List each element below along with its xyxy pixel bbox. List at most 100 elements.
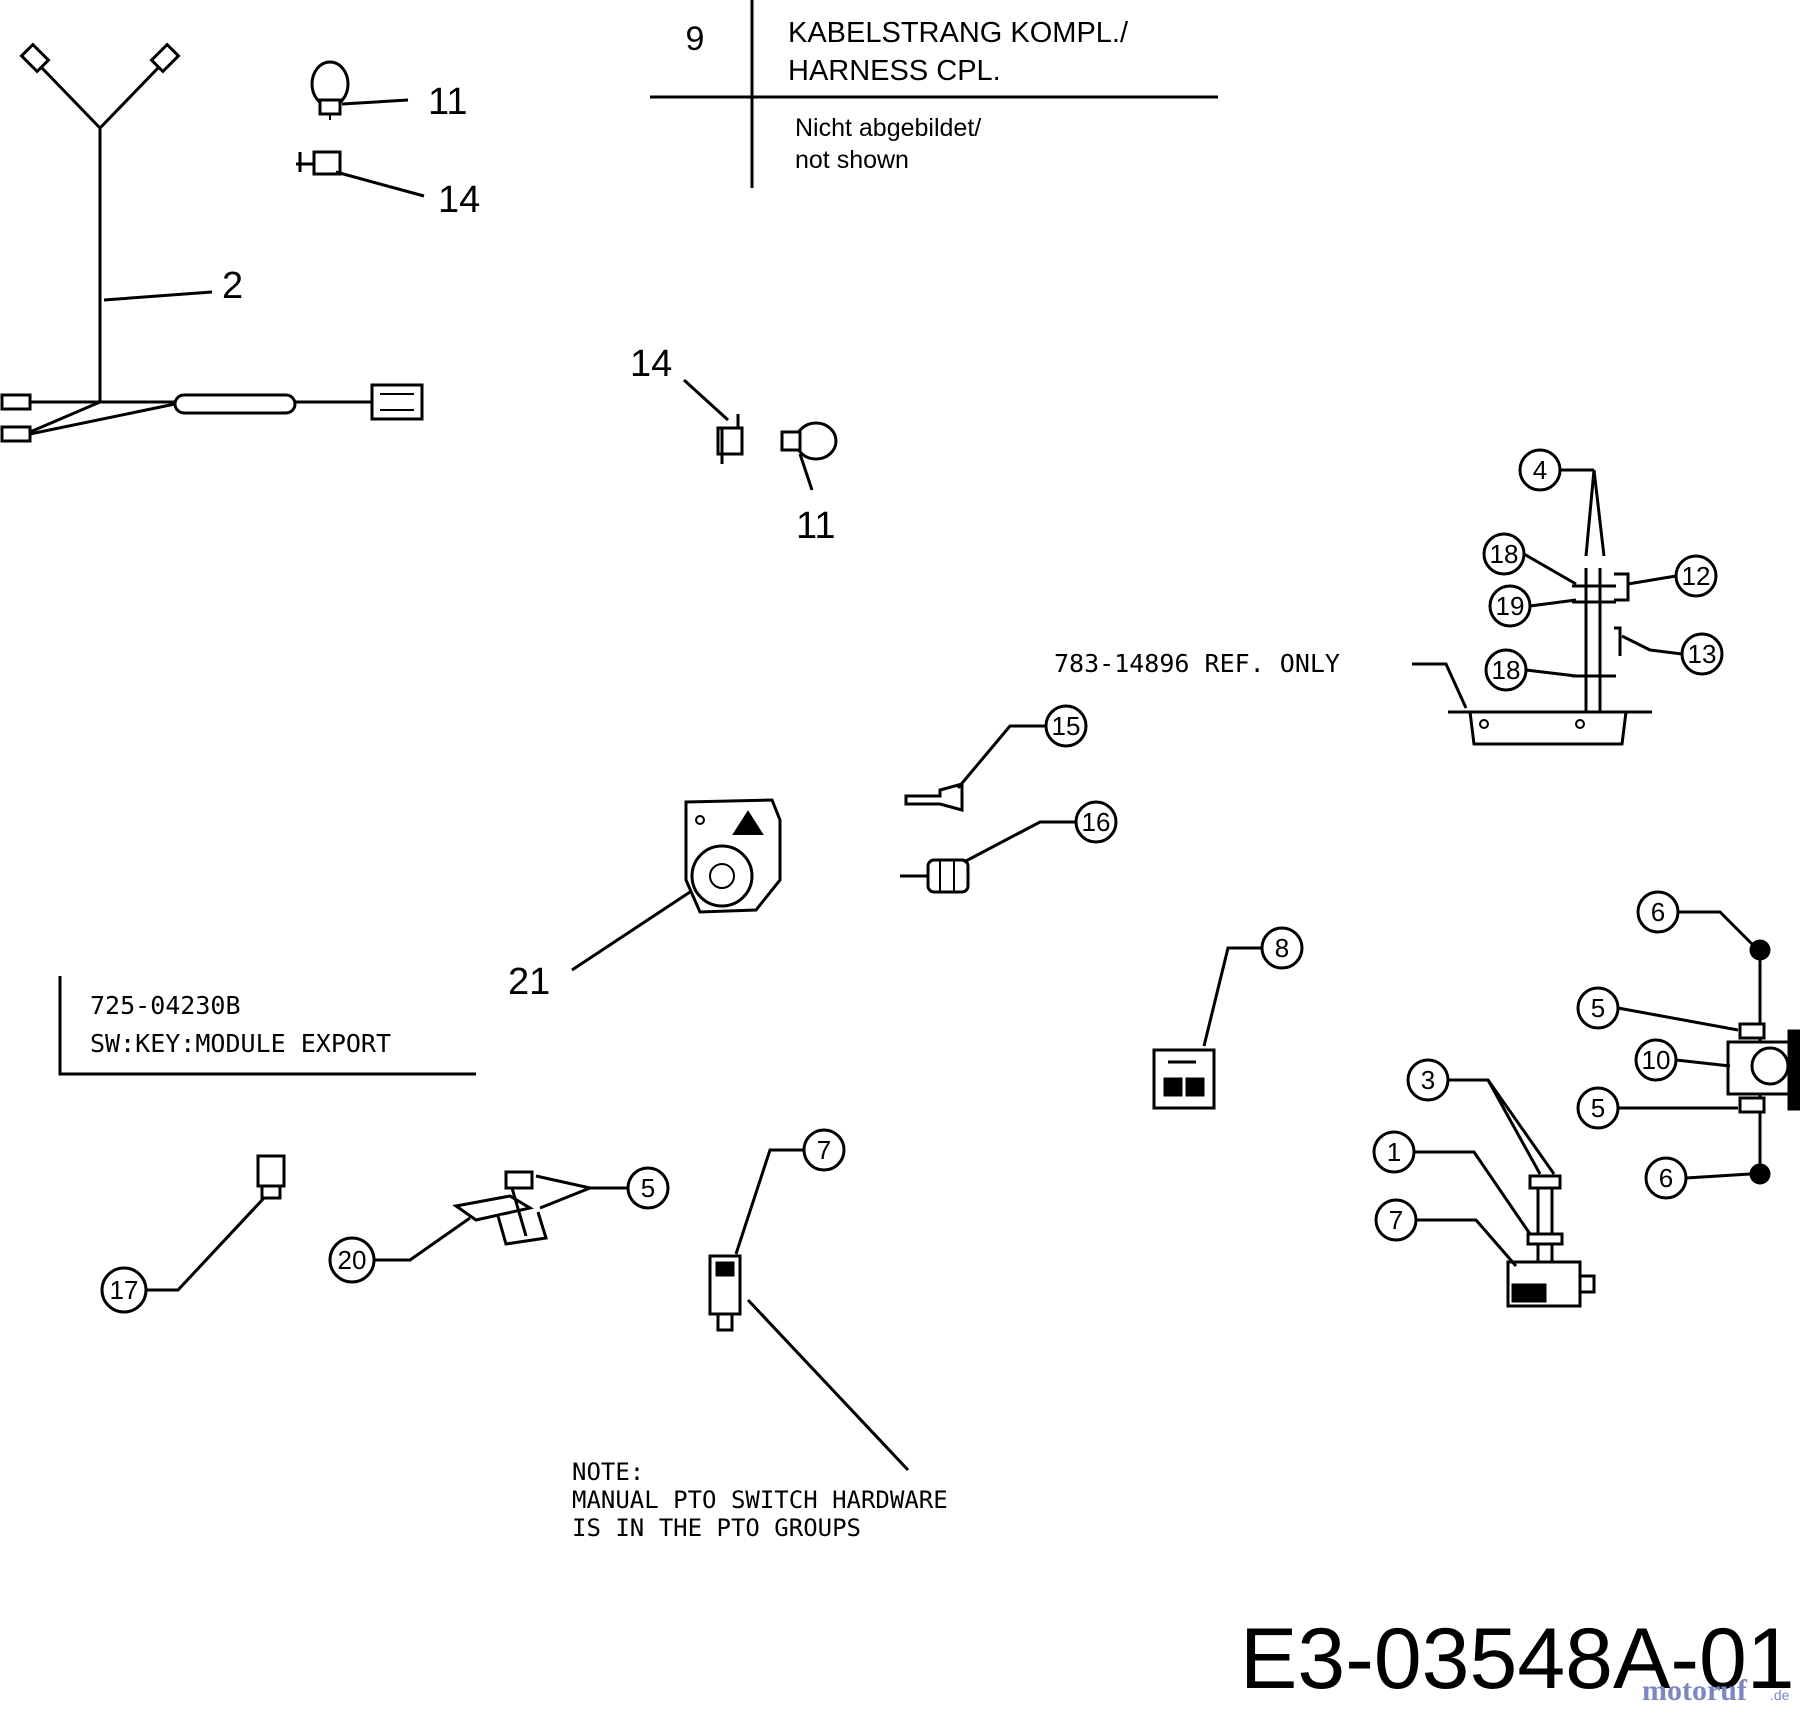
bulb-icon xyxy=(780,421,838,461)
module-description: SW:KEY:MODULE EXPORT xyxy=(90,1029,391,1058)
pto-switch-icon xyxy=(708,1254,742,1332)
leader-6-top xyxy=(1678,910,1754,946)
callout-19-circle xyxy=(1488,584,1532,628)
callout-7-right-circle xyxy=(1374,1198,1418,1242)
leader-16 xyxy=(963,820,1076,864)
leader-3 xyxy=(1448,1078,1542,1175)
not-shown-en: not shown xyxy=(795,146,909,174)
callout-5-right-top-circle xyxy=(1576,986,1620,1030)
module-part-box: 725-04230B SW:KEY:MODULE EXPORT xyxy=(58,976,476,1076)
callout-13: 13 xyxy=(1688,639,1717,669)
module-part-number: 725-04230B xyxy=(90,991,241,1020)
callout-1-circle xyxy=(1372,1130,1416,1174)
leader-ref-only xyxy=(1412,662,1468,709)
callout-12-circle xyxy=(1674,554,1718,598)
callout-3: 3 xyxy=(1421,1065,1435,1095)
callout-4: 4 xyxy=(1533,455,1547,485)
leader-15 xyxy=(956,724,1046,789)
pto-note-line1: NOTE: xyxy=(572,1458,644,1486)
leader-18-b xyxy=(1525,668,1577,678)
callout-6-top-circle xyxy=(1636,890,1680,934)
pto-note-line3: IS IN THE PTO GROUPS xyxy=(572,1514,861,1542)
leader-21 xyxy=(571,890,691,972)
bulb-icon xyxy=(310,60,350,120)
solenoid-assembly-drawing xyxy=(1726,939,1800,1185)
callout-11-top: 11 xyxy=(428,81,467,123)
callout-20-circle xyxy=(328,1236,376,1284)
leader-10 xyxy=(1675,1058,1731,1068)
bracket-assembly-drawing xyxy=(1448,568,1652,746)
not-shown-de: Nicht abgebildet/ xyxy=(795,114,981,142)
harness-name-en: HARNESS CPL. xyxy=(788,55,1001,87)
callout-8: 8 xyxy=(1275,933,1289,963)
callout-21: 21 xyxy=(508,961,550,1003)
leader-5-left xyxy=(535,1174,628,1190)
leader-12 xyxy=(1627,574,1677,586)
callout-3-circle xyxy=(1406,1058,1450,1102)
callout-16-circle xyxy=(1074,800,1118,844)
leader-pto-note xyxy=(746,1298,910,1472)
callout-5-left-circle xyxy=(626,1166,670,1210)
wiring-harness-drawing xyxy=(0,42,424,443)
leader-2 xyxy=(103,290,213,302)
switch-assembly-drawing xyxy=(1506,1174,1596,1308)
leader-11-mid xyxy=(798,453,814,491)
ref-only-note: 783-14896 REF. ONLY xyxy=(1054,649,1340,678)
callout-12: 12 xyxy=(1682,561,1711,591)
leader-14-top xyxy=(335,170,425,198)
leader-20 xyxy=(374,1216,471,1262)
callout-15: 15 xyxy=(1052,711,1081,741)
callout-14-mid: 14 xyxy=(630,343,672,385)
key-icon xyxy=(904,782,964,812)
leader-8 xyxy=(1202,946,1262,1047)
callout-10-circle xyxy=(1634,1038,1678,1082)
callout-6-bot-circle xyxy=(1644,1156,1688,1200)
leader-7-mid xyxy=(734,1148,804,1255)
item-number-9: 9 xyxy=(686,20,705,58)
callout-17: 17 xyxy=(110,1275,139,1305)
leader-6-bot xyxy=(1685,1172,1751,1180)
callout-15-circle xyxy=(1044,704,1088,748)
callout-8-circle xyxy=(1260,926,1304,970)
callout-4-circle xyxy=(1518,448,1562,492)
bulb-socket-icon xyxy=(296,150,342,176)
callout-5-right-top: 5 xyxy=(1591,993,1605,1023)
callout-18-b: 18 xyxy=(1492,655,1521,685)
callout-6-bot: 6 xyxy=(1659,1163,1673,1193)
callout-16: 16 xyxy=(1082,807,1111,837)
callout-5-right-bot: 5 xyxy=(1591,1093,1605,1123)
callout-20: 20 xyxy=(338,1245,367,1275)
callout-5-left: 5 xyxy=(641,1173,655,1203)
leader-14-mid xyxy=(682,378,730,422)
leader-17 xyxy=(146,1196,266,1292)
callout-11-mid: 11 xyxy=(796,505,835,547)
callout-7-right: 7 xyxy=(1389,1205,1403,1235)
leader-1 xyxy=(1414,1150,1532,1235)
diagram-id: E3-03548A-01 xyxy=(1240,1611,1795,1707)
leader-13 xyxy=(1621,634,1683,656)
harness-name-de: KABELSTRANG KOMPL./ xyxy=(788,17,1129,49)
key-module-icon xyxy=(684,798,782,914)
leader-18-a xyxy=(1523,552,1577,586)
switch-17-icon xyxy=(256,1154,286,1200)
leader-11-top xyxy=(341,98,409,106)
pto-note: NOTE: MANUAL PTO SWITCH HARDWARE IS IN T… xyxy=(572,1458,948,1542)
callout-19: 19 xyxy=(1496,591,1525,621)
callout-10: 10 xyxy=(1642,1045,1671,1075)
callout-17-circle xyxy=(100,1266,148,1314)
watermark-suffix: .de xyxy=(1770,1687,1790,1703)
callout-7-mid: 7 xyxy=(817,1135,831,1165)
bracket-icon xyxy=(452,1170,548,1246)
leader-7-right xyxy=(1416,1218,1518,1267)
watermark-text: motoruf xyxy=(1642,1674,1748,1707)
bulb-socket-icon xyxy=(716,414,744,464)
harness-table: 9 KABELSTRANG KOMPL./ HARNESS CPL. Nicht… xyxy=(650,0,1218,188)
callout-5-right-bot-circle xyxy=(1576,1086,1620,1130)
leader-5-right-top xyxy=(1617,1006,1739,1032)
pto-note-line2: MANUAL PTO SWITCH HARDWARE xyxy=(572,1486,948,1514)
plug-icon xyxy=(900,858,970,894)
callout-18-b-circle xyxy=(1484,648,1528,692)
callout-2: 2 xyxy=(222,265,243,307)
callout-7-mid-circle xyxy=(802,1128,846,1172)
